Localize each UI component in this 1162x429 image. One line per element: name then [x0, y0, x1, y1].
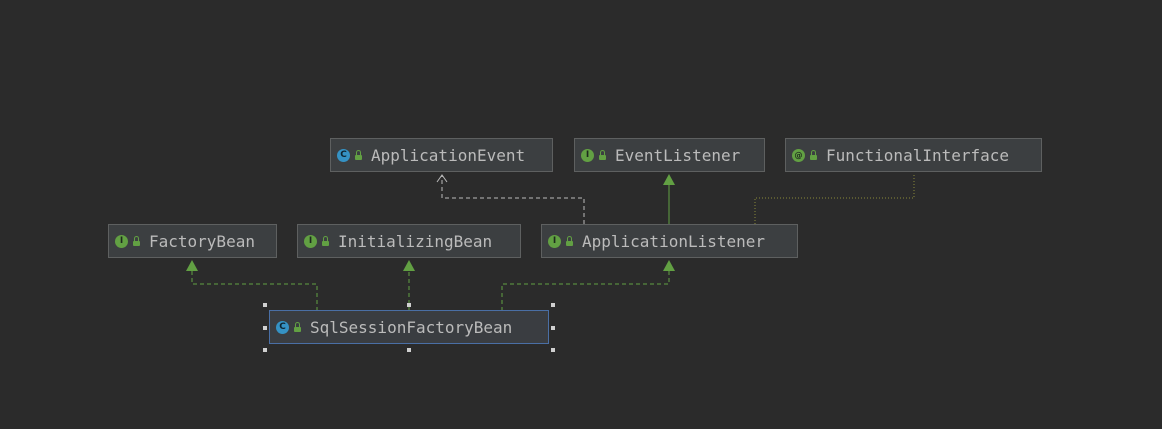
lock-icon — [809, 150, 818, 160]
abstract-class-icon: C — [337, 148, 350, 162]
lock-icon — [598, 150, 607, 160]
selection-handle-top-center[interactable] — [407, 303, 411, 307]
lock-icon — [321, 236, 330, 246]
interface-icon: I — [548, 234, 561, 248]
selection-handle-middle-right[interactable] — [551, 326, 555, 330]
arrowhead-initializing-bean — [403, 260, 415, 271]
node-label: InitializingBean — [338, 231, 493, 251]
interface-icon: I — [304, 234, 317, 248]
node-initializing-bean[interactable]: I InitializingBean — [297, 224, 521, 258]
edge-annotated-functional-interface — [754, 174, 915, 224]
arrowhead-factory-bean — [186, 260, 198, 271]
node-label: ApplicationEvent — [371, 145, 526, 165]
interface-icon: I — [581, 148, 594, 162]
class-icon: C — [276, 320, 289, 334]
node-label: ApplicationListener — [582, 231, 766, 251]
selection-handle-top-left[interactable] — [263, 303, 267, 307]
node-label: SqlSessionFactoryBean — [310, 317, 513, 337]
node-application-listener[interactable]: I ApplicationListener — [541, 224, 798, 258]
edge-implements-application-listener — [501, 268, 670, 311]
node-factory-bean[interactable]: I FactoryBean — [108, 224, 277, 258]
selection-handle-middle-left[interactable] — [263, 326, 267, 330]
node-label: FunctionalInterface — [826, 145, 1010, 165]
selection-handle-bottom-center[interactable] — [407, 348, 411, 352]
arrowhead-application-event — [436, 174, 448, 183]
lock-icon — [132, 236, 141, 246]
node-event-listener[interactable]: I EventListener — [574, 138, 765, 172]
edge-implements-factory-bean — [191, 268, 318, 311]
node-functional-interface[interactable]: @ FunctionalInterface — [785, 138, 1042, 172]
arrowhead-application-listener — [663, 260, 675, 271]
node-application-event[interactable]: C ApplicationEvent — [330, 138, 553, 172]
edge-depends-application-event — [441, 176, 585, 224]
lock-icon — [565, 236, 574, 246]
annotation-icon: @ — [792, 148, 805, 162]
node-label: FactoryBean — [149, 231, 255, 251]
selection-handle-top-right[interactable] — [551, 303, 555, 307]
node-sql-session-factory-bean[interactable]: C SqlSessionFactoryBean — [269, 310, 549, 344]
selection-handle-bottom-left[interactable] — [263, 348, 267, 352]
lock-icon — [293, 322, 302, 332]
node-label: EventListener — [615, 145, 741, 165]
selection-handle-bottom-right[interactable] — [551, 348, 555, 352]
lock-icon — [354, 150, 363, 160]
interface-icon: I — [115, 234, 128, 248]
arrowhead-event-listener — [663, 174, 675, 185]
